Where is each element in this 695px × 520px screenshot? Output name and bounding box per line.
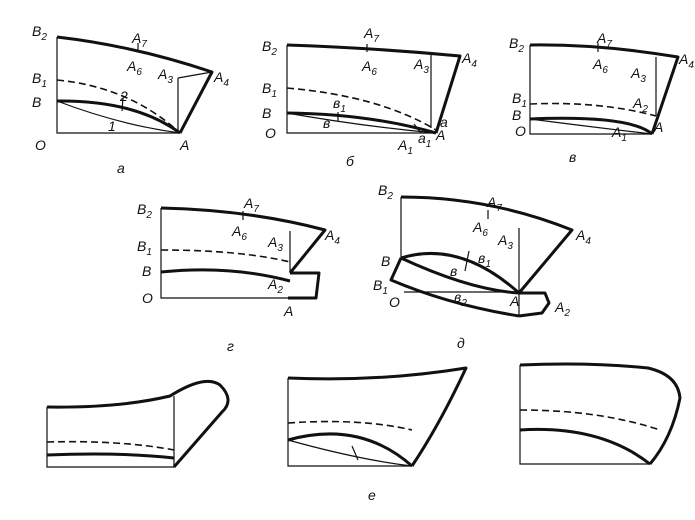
point-label-b: B (142, 263, 151, 279)
point-label-b2: B2 (378, 182, 393, 202)
caption-d: д (457, 335, 465, 351)
point-label-b1: B1 (32, 70, 47, 90)
point-label-a3: A3 (267, 234, 283, 254)
figure-v (529, 43, 680, 136)
figure-d (389, 195, 574, 318)
figure-g (160, 206, 327, 300)
figure-e-2 (287, 366, 468, 468)
point-label-a6: A6 (231, 223, 247, 243)
point-label-a: A (283, 303, 293, 319)
point-label-a6: A6 (361, 58, 377, 78)
point-label-a7: A7 (363, 25, 379, 45)
point-label-a: A (435, 127, 445, 143)
point-label-b1: B1 (137, 238, 152, 258)
point-label-v1: в1 (478, 250, 491, 270)
point-label-a4: A4 (213, 69, 229, 89)
point-label-a3: A3 (497, 232, 513, 252)
point-label-a7: A7 (243, 195, 259, 215)
point-label-v: в (323, 115, 330, 131)
point-label-v2: в2 (454, 289, 467, 309)
caption-g: г (227, 338, 234, 354)
point-label-o: O (265, 125, 276, 141)
point-label-a4: A4 (575, 227, 591, 247)
point-label-b1: B1 (512, 90, 527, 110)
point-label-v1: в1 (333, 95, 346, 115)
caption-e: е (368, 487, 376, 503)
caption-a: а (117, 160, 125, 176)
point-label-a2: A2 (632, 95, 648, 115)
point-label-o: O (35, 137, 46, 153)
figure-b (286, 43, 462, 135)
point-label-a2: A2 (554, 299, 570, 319)
point-label-b: B (381, 253, 390, 269)
point-label-b2: B2 (509, 35, 524, 55)
point-label-a4: A4 (461, 50, 477, 70)
point-label-v: в (450, 263, 457, 279)
caption-b: б (346, 153, 355, 169)
point-label-n2: 2 (119, 88, 128, 104)
point-label-a3: A3 (413, 56, 429, 76)
point-label-a6: A6 (126, 58, 142, 78)
point-label-a4: A4 (678, 51, 694, 71)
point-label-a1: a1 (418, 130, 431, 150)
point-label-a: a (440, 114, 448, 130)
figure-e-3 (519, 362, 682, 466)
point-label-a7: A7 (131, 30, 147, 50)
point-label-b1: B1 (262, 80, 277, 100)
point-label-a7: A7 (596, 30, 612, 50)
point-label-o: O (515, 123, 526, 139)
figure-captions: а б в г д е (117, 149, 576, 503)
point-label-b1: B1 (373, 277, 388, 297)
caption-v: в (569, 149, 576, 165)
point-label-a3: A3 (630, 65, 646, 85)
point-label-a: A (179, 137, 189, 153)
point-label-a3: A3 (157, 66, 173, 86)
point-label-a: A (509, 293, 519, 309)
point-label-b: B (32, 94, 41, 110)
point-label-a7: A7 (486, 194, 502, 214)
point-label-a: A (653, 119, 663, 135)
point-label-a1: A1 (397, 137, 413, 157)
point-label-b2: B2 (32, 23, 47, 43)
point-label-b: B (262, 105, 271, 121)
figure-a (56, 35, 214, 135)
figure-e-1 (46, 379, 230, 468)
point-label-n1: 1 (108, 118, 116, 134)
point-label-a6: A6 (592, 56, 608, 76)
point-label-o: O (389, 294, 400, 310)
point-label-a1: A1 (611, 124, 627, 144)
point-label-a6: A6 (472, 219, 488, 239)
point-label-b2: B2 (137, 201, 152, 221)
point-label-a4: A4 (324, 227, 340, 247)
point-label-b: B (512, 107, 521, 123)
point-label-o: O (142, 290, 153, 306)
point-label-b2: B2 (262, 38, 277, 58)
point-label-a2: A2 (267, 276, 283, 296)
